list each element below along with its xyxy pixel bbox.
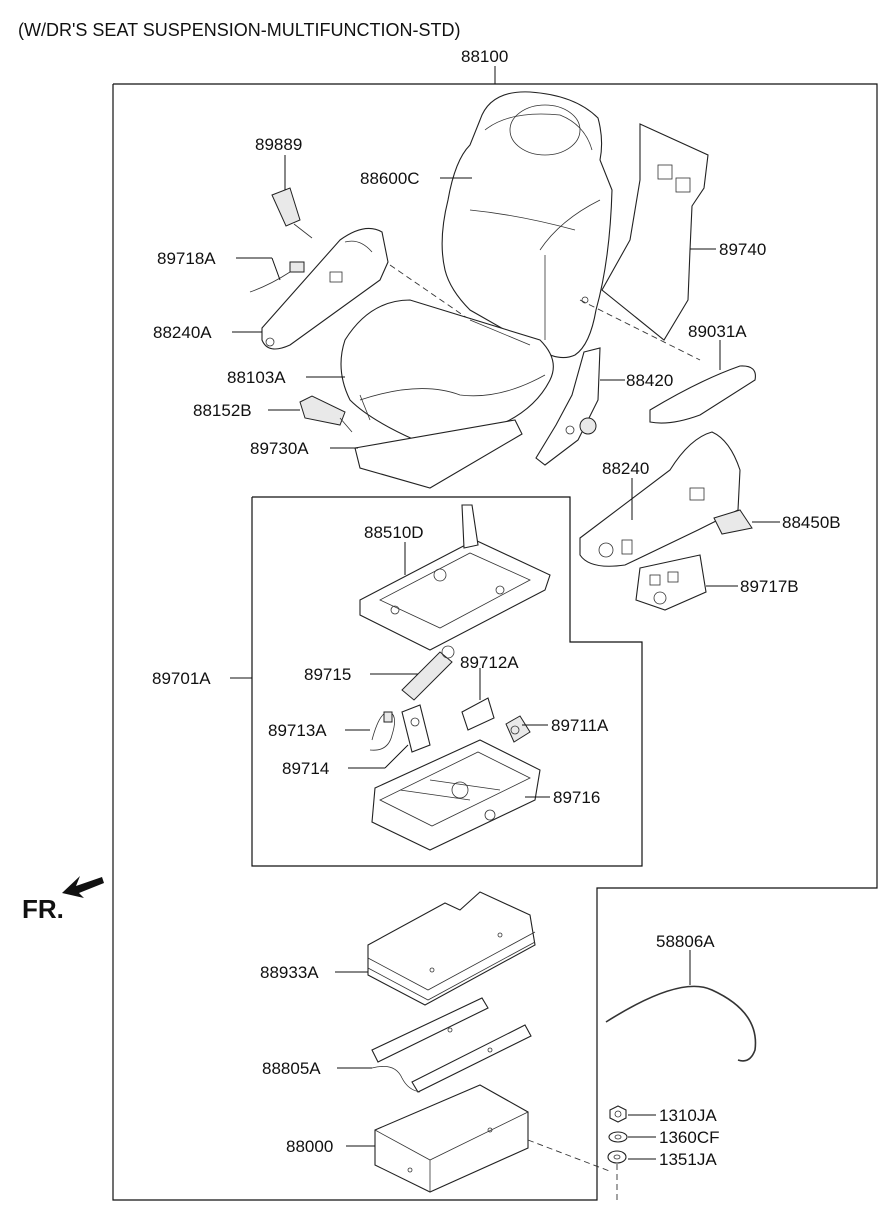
- nut-1351JA: [607, 1150, 627, 1200]
- suspension-cover: [367, 891, 536, 1006]
- label-89716: 89716: [553, 788, 600, 807]
- label-88933A: 88933A: [260, 963, 319, 982]
- label-89711A: 89711A: [551, 716, 609, 735]
- front-direction-marker: FR.: [22, 876, 104, 924]
- upper-seat-frame: [359, 504, 551, 651]
- lower-seat-frame: [371, 739, 541, 851]
- release-cable: [605, 985, 757, 1062]
- switch-cable: [249, 261, 305, 293]
- control-unit: [401, 704, 431, 753]
- seat-switch: [635, 554, 707, 611]
- label-1310JA: 1310JA: [659, 1106, 717, 1125]
- label-88510D: 88510D: [364, 523, 424, 542]
- label-89712A: 89712A: [460, 653, 519, 672]
- label-89730A: 89730A: [250, 439, 309, 458]
- label-89713A: 89713A: [268, 721, 327, 740]
- wiring-harness: [369, 711, 395, 751]
- recliner-bracket: [535, 347, 601, 466]
- label-88000: 88000: [286, 1137, 333, 1156]
- nut-1310JA: [609, 1105, 627, 1123]
- compressor: [505, 715, 531, 743]
- side-cover-left: [261, 227, 471, 350]
- valve-bracket: [461, 697, 495, 731]
- label-1351JA: 1351JA: [659, 1150, 717, 1169]
- seat-back-cushion: [441, 91, 613, 359]
- air-shock: [401, 645, 455, 701]
- diagram-title: (W/DR'S SEAT SUSPENSION-MULTIFUNCTION-ST…: [18, 20, 460, 40]
- label-89889: 89889: [255, 135, 302, 154]
- belt-buckle: [271, 187, 313, 239]
- seat-base-riser: [374, 1084, 529, 1193]
- label-89701A: 89701A: [152, 669, 211, 688]
- washer-1360CF: [608, 1131, 628, 1143]
- label-88805A: 88805A: [262, 1059, 321, 1078]
- front-label: FR.: [22, 894, 64, 924]
- label-89715: 89715: [304, 665, 351, 684]
- label-88240A: 88240A: [153, 323, 212, 342]
- label-88240: 88240: [602, 459, 649, 478]
- side-cover-right: [579, 431, 741, 567]
- front-arrow-icon: [62, 876, 104, 898]
- label-88420: 88420: [626, 371, 673, 390]
- label-88152B: 88152B: [193, 401, 252, 420]
- assembly-frame: [112, 83, 878, 1201]
- seat-mat: [354, 419, 523, 489]
- label-89740: 89740: [719, 240, 766, 259]
- label-1360CF: 1360CF: [659, 1128, 719, 1147]
- label-89718A: 89718A: [157, 249, 216, 268]
- recline-lever: [649, 365, 756, 424]
- seat-slide-rails: [371, 997, 532, 1093]
- side-knob: [713, 509, 753, 535]
- label-89717B: 89717B: [740, 577, 799, 596]
- label-88600C: 88600C: [360, 169, 420, 188]
- sub-assembly-frame: [251, 496, 643, 867]
- label-58806A: 58806A: [656, 932, 715, 951]
- cushion-connector: [299, 395, 353, 433]
- seat-back-board: [601, 123, 709, 341]
- label-88103A: 88103A: [227, 368, 286, 387]
- label-89714: 89714: [282, 759, 329, 778]
- label-88450B: 88450B: [782, 513, 841, 532]
- label-88100: 88100: [461, 47, 508, 66]
- label-89031A: 89031A: [688, 322, 747, 341]
